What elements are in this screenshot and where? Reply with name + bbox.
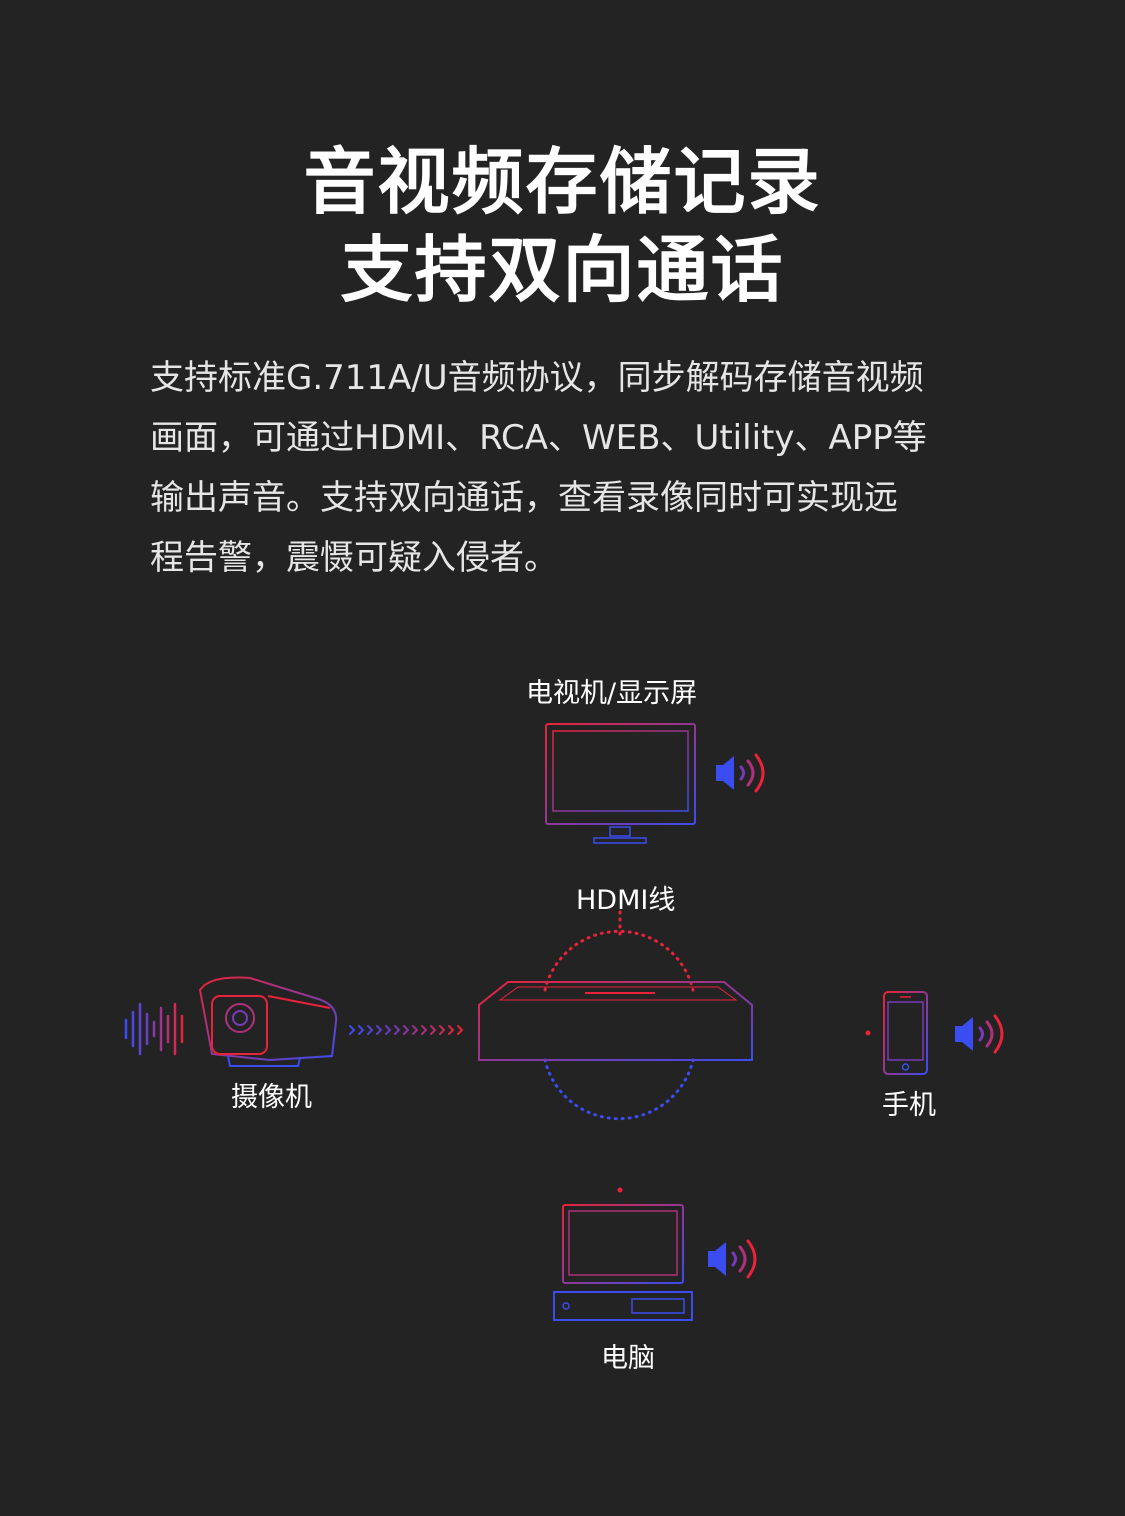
speaker-icon	[708, 1239, 757, 1279]
speaker-icon	[955, 1014, 1004, 1054]
description-line-1: 支持标准G.711A/U音频协议，同步解码存储音视频	[150, 358, 924, 398]
phone-icon	[883, 991, 928, 1075]
tv-label: 电视机/显示屏	[526, 678, 698, 709]
headline-line-2: 支持双向通话	[340, 228, 785, 312]
phone-label: 手机	[882, 1090, 936, 1121]
camera-label: 摄像机	[231, 1082, 312, 1113]
description: 支持标准G.711A/U音频协议，同步解码存储音视频 画面，可通过HDMI、RC…	[150, 348, 990, 588]
speaker-icon	[716, 753, 765, 793]
camera-link-arrows	[349, 1025, 464, 1035]
hdmi-label: HDMI线	[576, 885, 676, 916]
signal-circle	[543, 929, 695, 1121]
headline-line-1: 音视频存储记录	[303, 140, 822, 224]
nvr-icon	[478, 981, 753, 1061]
headline: 音视频存储记录 支持双向通话	[0, 138, 1125, 314]
description-line-3: 输出声音。支持双向通话，查看录像同时可实现远	[150, 478, 898, 518]
description-line-2: 画面，可通过HDMI、RCA、WEB、Utility、APP等	[150, 418, 927, 458]
tv-icon	[545, 723, 696, 844]
pc-label: 电脑	[601, 1343, 655, 1374]
description-line-4: 程告警，震慑可疑入侵者。	[150, 538, 558, 578]
connection-diagram	[124, 723, 1004, 1321]
camera-icon	[198, 976, 338, 1067]
sound-wave-icon	[124, 1002, 184, 1056]
pc-icon	[553, 1204, 693, 1321]
